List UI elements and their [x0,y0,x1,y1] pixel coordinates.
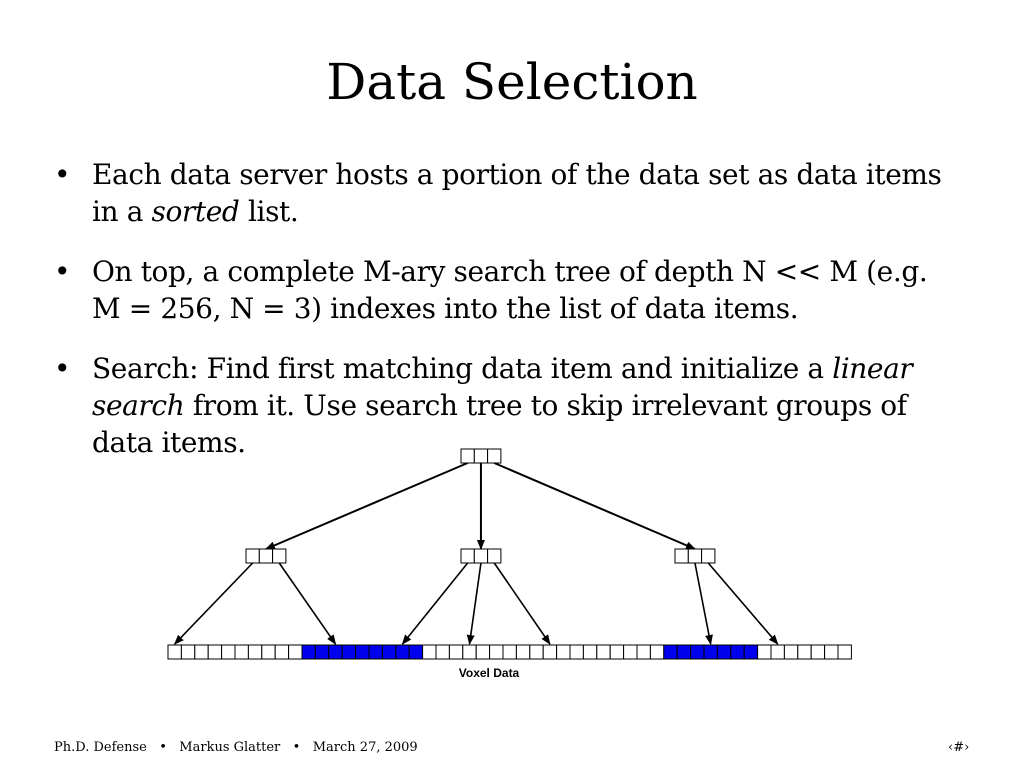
tree-arrow [493,462,696,550]
bullet-emphasis: sorted [151,195,240,228]
bullet-text: On top, a complete M-ary search tree of … [92,255,928,325]
tree-arrow [265,462,469,550]
bullet-marker: • [54,255,71,288]
data-cell [636,644,651,660]
tree-nodes [245,448,716,564]
data-cell [757,644,772,660]
bullet-marker: • [54,352,71,385]
data-cell [529,644,544,660]
data-cell [609,644,625,660]
data-cell [783,644,799,660]
data-cell [770,644,785,660]
data-cell [515,644,531,660]
child-node-cell [245,548,260,564]
data-cell [797,644,812,660]
data-cell-highlighted [663,644,678,660]
data-cell [475,644,491,660]
data-cell-highlighted [743,644,759,660]
data-cell [422,644,437,660]
pointer-arrow [694,562,713,645]
bullet-text: from it. Use search tree to skip irrelev… [92,389,907,459]
child-node-cell [687,548,703,564]
data-cell [824,644,839,660]
data-cell [448,644,464,660]
data-cell [569,644,584,660]
child-node-cell [674,548,689,564]
data-cell-highlighted [716,644,732,660]
data-cell [247,644,263,660]
data-cell [207,644,223,660]
bullet-item: • On top, a complete M-ary search tree of… [52,253,952,327]
data-cell [596,644,611,660]
bullet-text: Search: Find first matching data item an… [92,352,833,385]
voxel-data-label: Voxel Data [459,666,520,680]
data-cell-highlighted [355,644,370,660]
data-cell [623,644,638,660]
bullet-item: • Search: Find first matching data item a… [52,350,952,461]
bullet-item: • Each data server hosts a portion of the… [52,156,952,230]
data-cell [288,644,303,660]
data-cell [234,644,249,660]
data-cell [837,644,852,660]
data-cell-highlighted [676,644,692,660]
pointer-arrow [707,562,779,645]
tree-arrows [174,462,779,645]
data-cell-highlighted [703,644,718,660]
child-node-cell [701,548,716,564]
root-node-cell [487,448,502,464]
data-cell [221,644,236,660]
data-cell-highlighted [341,644,357,660]
data-cell-highlighted [690,644,705,660]
data-cell-highlighted [381,644,397,660]
data-cell [489,644,504,660]
child-node-cell [473,548,489,564]
data-cell [180,644,196,660]
data-cell-highlighted [328,644,343,660]
root-node-cell [460,448,475,464]
data-cell-highlighted [368,644,383,660]
data-cell-highlighted [301,644,316,660]
data-cell [556,644,571,660]
child-node-cell [460,548,475,564]
data-cell-highlighted [408,644,424,660]
bullet-text: list. [239,195,299,228]
pointer-arrow [466,562,482,645]
data-cell-highlighted [314,644,330,660]
pointer-arrow [493,562,551,645]
voxel-data-row [167,644,852,660]
data-cell [810,644,826,660]
pointer-arrow [174,562,254,645]
data-cell [194,644,209,660]
data-cell [582,644,598,660]
data-cell [274,644,290,660]
slide-number: ‹#› [948,740,970,755]
child-node-cell [258,548,274,564]
bullet-text: Each data server hosts a portion of the … [92,158,942,228]
data-cell [261,644,276,660]
child-node-cell [272,548,287,564]
root-node-cell [473,448,489,464]
data-cell [167,644,182,660]
data-cell-highlighted [395,644,410,660]
data-cell [649,644,665,660]
data-cell [462,644,477,660]
data-cell [435,644,450,660]
data-cell-highlighted [730,644,745,660]
bullet-list: • Each data server hosts a portion of the… [52,156,952,484]
pointer-arrow [278,562,337,645]
bullet-marker: • [54,158,71,191]
child-node-cell [487,548,502,564]
data-cell [502,644,517,660]
pointer-arrow [401,562,469,645]
footer-info: Ph.D. Defense • Markus Glatter • March 2… [54,740,418,755]
bullet-emphasis: linear search [92,352,913,422]
data-cell [542,644,558,660]
slide-title: Data Selection [326,53,698,111]
